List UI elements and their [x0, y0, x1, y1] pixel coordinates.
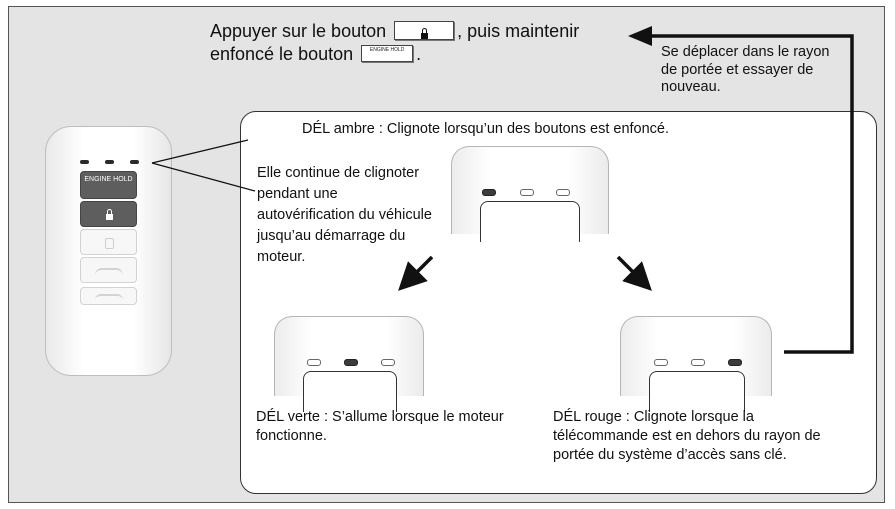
- amber-led-caption: DÉL ambre : Clignote lorsqu’un des bouto…: [302, 121, 670, 137]
- led-off: [556, 189, 570, 196]
- led-off: [381, 359, 395, 366]
- fob-engine-hold-label: ENGINE HOLD: [84, 176, 133, 183]
- fob-engine-hold-button: ENGINE HOLD: [80, 171, 137, 199]
- unlock-icon: [105, 238, 114, 249]
- engine-hold-key-symbol: ENGINE HOLD: [361, 44, 414, 62]
- retry-note: Se déplacer dans le rayon de portée et e…: [661, 44, 830, 95]
- fob-led-left: [80, 160, 89, 164]
- led-off: [654, 359, 668, 366]
- key-fob-illustration: ENGINE HOLD: [45, 126, 172, 376]
- instruction-part4: .: [416, 44, 422, 64]
- callout-line-bottom: [151, 162, 256, 192]
- red-led-caption: DÉL rouge : Clignote lorsque la télécomm…: [553, 409, 821, 463]
- fob-top-amber-led: [451, 146, 609, 242]
- fob-panic-button: [80, 287, 137, 305]
- lock-icon: [106, 209, 113, 220]
- fob-trunk-button: [80, 257, 137, 283]
- led-red-on: [728, 359, 742, 366]
- arrow-down-right: [616, 255, 652, 291]
- fob-button-outline: [303, 371, 397, 412]
- fob-unlock-button: [80, 229, 137, 255]
- led-off: [691, 359, 705, 366]
- trunk-icon: [95, 268, 123, 275]
- panic-icon: [95, 294, 123, 300]
- fob-button-outline: [480, 201, 580, 242]
- instruction-part1: Appuyer sur le bouton: [210, 21, 387, 41]
- return-loop-line: [652, 34, 854, 354]
- fob-button-outline: [649, 371, 745, 412]
- fob-lock-button: [80, 201, 137, 227]
- fob-led-middle: [105, 160, 114, 164]
- led-off: [307, 359, 321, 366]
- return-loop-arrowhead: [628, 26, 652, 46]
- callout-line-top: [151, 139, 249, 164]
- engine-hold-key-label: ENGINE HOLD: [369, 46, 405, 53]
- led-green-on: [344, 359, 358, 366]
- arrow-down-left: [398, 255, 434, 291]
- green-led-caption: DÉL verte : S’allume lorsque le moteur f…: [256, 409, 504, 444]
- led-amber-on: [482, 189, 496, 196]
- instruction-part3: enfoncé le bouton: [210, 44, 354, 64]
- fob-bottom-red-led: [620, 316, 772, 412]
- lock-icon: [420, 27, 428, 39]
- instruction-part2: , puis maintenir: [457, 21, 580, 41]
- fob-bottom-green-led: [274, 316, 424, 412]
- led-off: [520, 189, 534, 196]
- lock-key-symbol: [394, 20, 455, 40]
- continue-flashing-caption: Elle continue de clignoter pendant une a…: [257, 165, 432, 265]
- instruction-text: Appuyer sur le bouton , puis maintenir e…: [210, 20, 579, 66]
- fob-led-right: [130, 160, 139, 164]
